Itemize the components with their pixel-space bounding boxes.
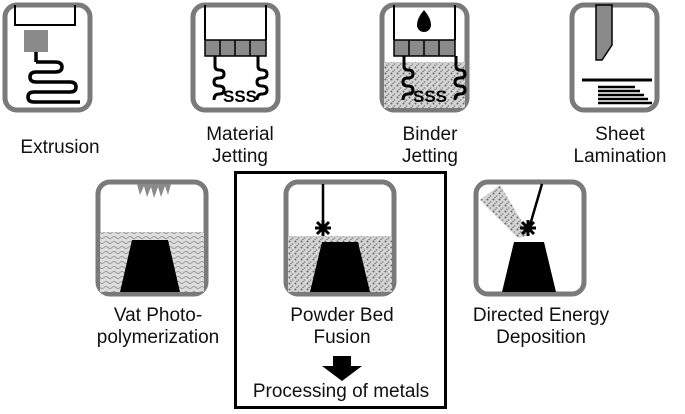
metal-processing-highlight-box xyxy=(234,171,447,409)
label-material-jetting-line1: Material xyxy=(206,124,274,145)
label-powder-bed-fusion: Powder Bed Fusion xyxy=(270,305,414,349)
svg-text:SSS: SSS xyxy=(223,87,257,106)
label-directed-energy-deposition-line1: Directed Energy xyxy=(472,305,610,326)
label-directed-energy-deposition-line2: Deposition xyxy=(496,327,586,348)
down-arrow-icon xyxy=(322,356,362,381)
label-vat-photopolymerization-line2: polymerization xyxy=(96,327,220,348)
label-material-jetting-line2: Jetting xyxy=(212,146,268,167)
label-binder-jetting-line2: Jetting xyxy=(402,146,458,167)
label-sheet-lamination: Sheet Lamination xyxy=(555,124,685,168)
label-extrusion-line1: Extrusion xyxy=(20,137,100,158)
material-jetting-icon: SSS xyxy=(190,2,281,113)
label-sheet-lamination-line2: Lamination xyxy=(573,146,667,167)
label-directed-energy-deposition: Directed Energy Deposition xyxy=(448,305,634,349)
directed-energy-deposition-icon xyxy=(473,179,587,297)
label-vat-photopolymerization-line1: Vat Photo- xyxy=(113,305,203,326)
binder-jetting-icon: SSS xyxy=(379,2,470,113)
label-binder-jetting-line1: Binder xyxy=(402,124,458,145)
extrusion-icon xyxy=(2,2,93,113)
vat-photopolymerization-icon xyxy=(95,179,209,297)
label-vat-photopolymerization: Vat Photo- polymerization xyxy=(88,305,228,349)
sheet-lamination-icon xyxy=(569,2,660,113)
label-extrusion: Extrusion xyxy=(0,137,120,159)
powder-bed-fusion-icon xyxy=(283,179,397,297)
label-powder-bed-fusion-line2: Fusion xyxy=(313,327,371,348)
processing-of-metals-label: Processing of metals xyxy=(252,381,430,402)
label-sheet-lamination-line1: Sheet xyxy=(595,124,645,145)
svg-text:SSS: SSS xyxy=(413,87,447,106)
label-powder-bed-fusion-line1: Powder Bed xyxy=(290,305,394,326)
label-material-jetting: Material Jetting xyxy=(180,124,300,168)
label-binder-jetting: Binder Jetting xyxy=(370,124,490,168)
